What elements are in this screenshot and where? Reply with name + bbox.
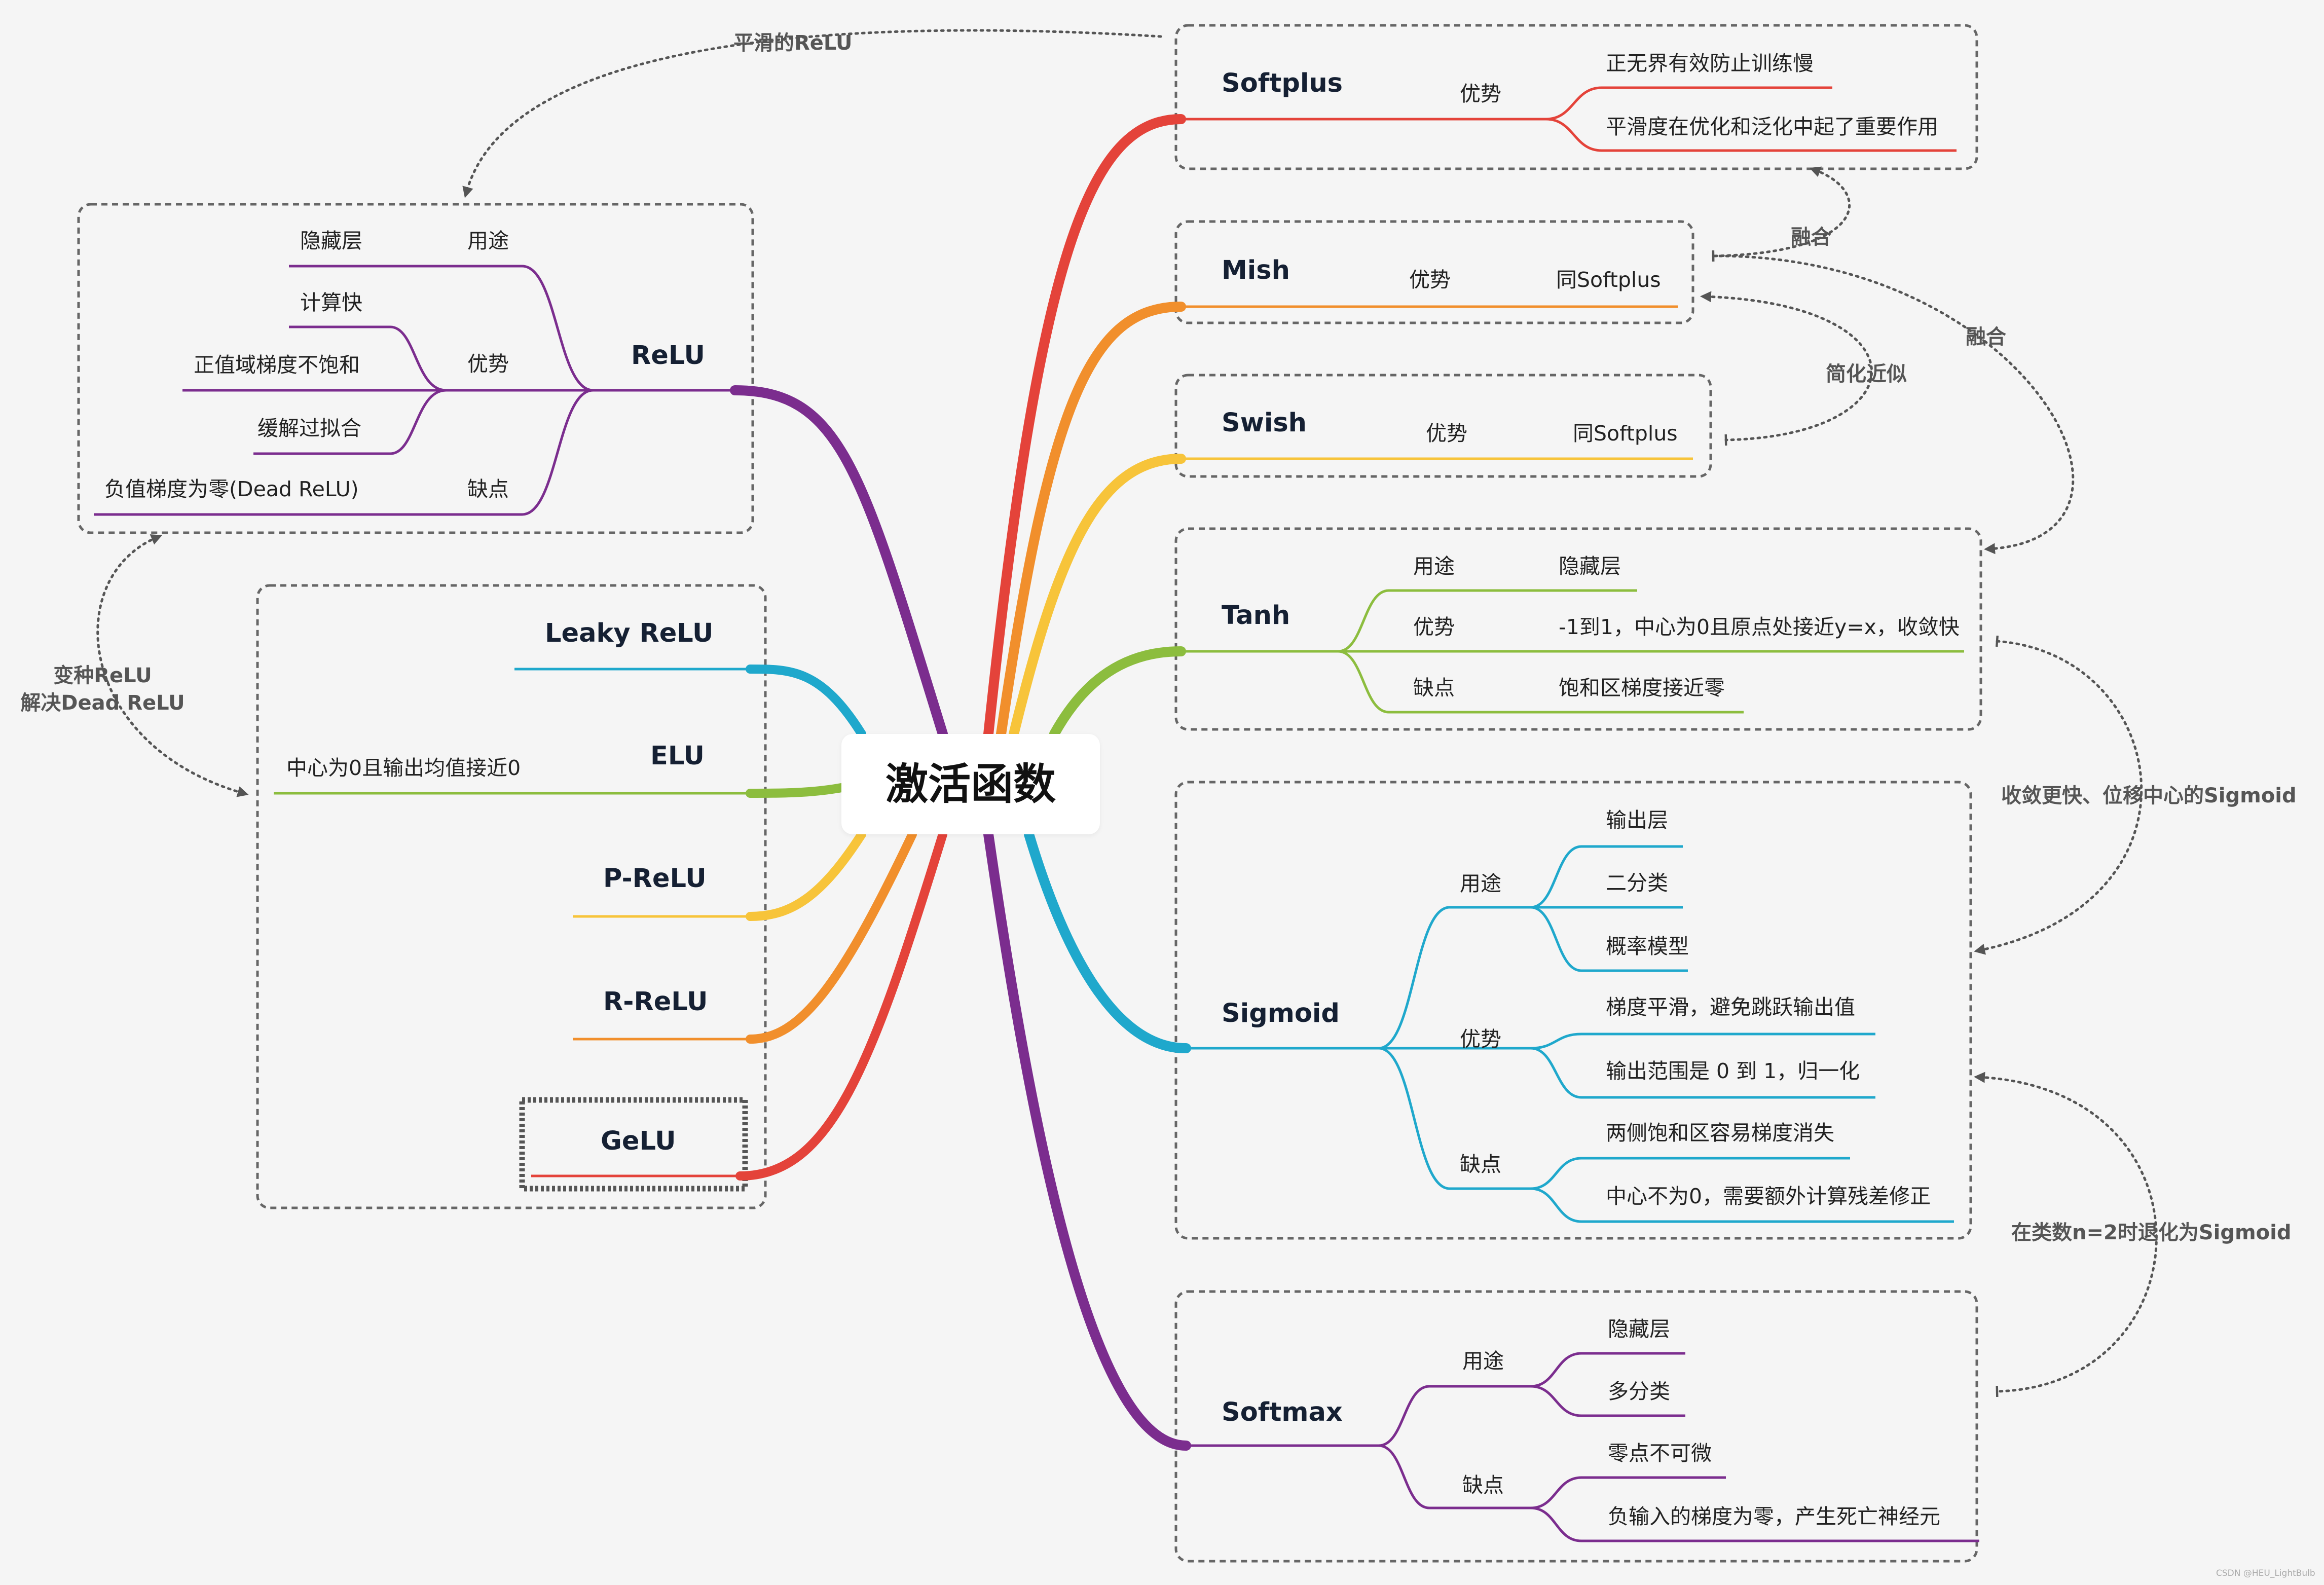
branch-swish xyxy=(1009,454,1186,739)
softplus-adv-item-1: 正无界有效防止训练慢 xyxy=(1606,51,1814,76)
mish-adv-label: 优势 xyxy=(1409,268,1451,292)
topic-mish: Mish xyxy=(1222,255,1290,285)
tanh-usage-item: 隐藏层 xyxy=(1559,554,1621,578)
relu-usage-item: 隐藏层 xyxy=(300,229,362,253)
gelu-marker xyxy=(519,1097,748,1192)
topic-tanh: Tanh xyxy=(1222,601,1290,631)
topic-prelu: P-ReLU xyxy=(603,864,707,894)
sigmoid-disadv-item-2: 中心不为0，需要额外计算残差修正 xyxy=(1606,1184,1931,1208)
branch-relu xyxy=(730,385,948,739)
relation-label-softmax-sigmoid: 在类数n=2时退化为Sigmoid xyxy=(2011,1221,2292,1244)
branch-leaky-relu xyxy=(746,665,866,739)
relation-smooth-relu xyxy=(462,29,1162,198)
topic-leaky-relu: Leaky ReLU xyxy=(545,618,714,648)
sigmoid-frame xyxy=(1174,781,1972,1240)
relation-label-variant-2: 解决Dead ReLU xyxy=(20,691,185,715)
relation-fusion-mish-tanh xyxy=(1712,250,2075,555)
sigmoid-disadv-label: 缺点 xyxy=(1460,1152,1501,1176)
elu-note: 中心为0且输出均值接近0 xyxy=(286,756,521,780)
relu-disadv-label: 缺点 xyxy=(467,477,509,501)
tanh-adv-item: -1到1，中心为0且原点处接近y=x，收敛快 xyxy=(1559,615,1960,639)
softmax-disadv-item-2: 负输入的梯度为零，产生死亡神经元 xyxy=(1608,1504,1940,1529)
branch-gelu xyxy=(735,830,947,1181)
topic-gelu: GeLU xyxy=(601,1126,676,1156)
relu-disadv-item: 负值梯度为零(Dead ReLU) xyxy=(104,477,359,501)
sigmoid-usage-item-2: 二分类 xyxy=(1606,871,1668,895)
sigmoid-adv-item-2: 输出范围是 0 到 1，归一化 xyxy=(1606,1059,1860,1083)
swish-adv-label: 优势 xyxy=(1426,421,1467,446)
relu-adv-label: 优势 xyxy=(467,352,509,376)
relu-frame xyxy=(77,203,754,534)
relu-adv-item-1: 计算快 xyxy=(300,290,362,315)
softplus-adv-label: 优势 xyxy=(1460,82,1501,106)
softplus-adv-item-2: 平滑度在优化和泛化中起了重要作用 xyxy=(1606,115,1938,139)
branch-softplus xyxy=(983,114,1186,739)
relu-adv-item-3: 缓解过拟合 xyxy=(257,416,361,440)
relation-label-simplify: 简化近似 xyxy=(1826,362,1907,386)
sigmoid-adv-label: 优势 xyxy=(1460,1027,1501,1051)
softmax-usage-item-1: 隐藏层 xyxy=(1608,1317,1670,1341)
relation-variant-relu xyxy=(96,534,249,797)
relation-label-fusion-2: 融合 xyxy=(1966,325,2006,349)
relation-label-smooth-relu: 平滑的ReLU xyxy=(733,31,853,55)
sigmoid-disadv-item-1: 两侧饱和区容易梯度消失 xyxy=(1606,1121,1834,1145)
branch-rrelu xyxy=(746,830,917,1044)
topic-swish: Swish xyxy=(1222,408,1307,438)
branch-prelu xyxy=(746,830,866,921)
tanh-disadv-item: 饱和区梯度接近零 xyxy=(1559,676,1725,700)
root-label: 激活函数 xyxy=(885,759,1056,809)
topic-softmax: Softmax xyxy=(1222,1397,1343,1427)
topic-elu: ELU xyxy=(650,741,705,771)
mish-adv-item: 同Softplus xyxy=(1556,268,1661,292)
sigmoid-adv-item-1: 梯度平滑，避免跳跃输出值 xyxy=(1606,995,1855,1019)
sigmoid-usage-item-1: 输出层 xyxy=(1606,808,1668,832)
tanh-disadv-label: 缺点 xyxy=(1413,676,1455,700)
tanh-adv-label: 优势 xyxy=(1413,615,1455,639)
root-node xyxy=(841,734,1100,834)
relation-softmax-sigmoid xyxy=(1974,1072,2158,1397)
relation-label-variant-1: 变种ReLU xyxy=(53,664,152,687)
branch-sigmoid xyxy=(1024,829,1191,1053)
softmax-disadv-label: 缺点 xyxy=(1462,1473,1504,1497)
branch-softmax xyxy=(983,829,1191,1451)
relu-usage-label: 用途 xyxy=(467,229,509,253)
topic-rrelu: R-ReLU xyxy=(603,987,708,1017)
softmax-frame xyxy=(1174,1290,1978,1563)
softmax-usage-item-2: 多分类 xyxy=(1608,1379,1670,1404)
softmax-usage-label: 用途 xyxy=(1462,1349,1504,1373)
relation-label-tanh-sigmoid: 收敛更快、位移中心的Sigmoid xyxy=(2001,784,2297,807)
swish-adv-item: 同Softplus xyxy=(1573,421,1678,446)
mish-frame xyxy=(1174,220,1694,324)
relation-tanh-sigmoid xyxy=(1974,635,2143,955)
topic-softplus: Softplus xyxy=(1222,68,1343,98)
branch-tanh xyxy=(1049,646,1186,739)
branch-elu xyxy=(746,783,846,798)
topic-relu: ReLU xyxy=(631,341,705,371)
tanh-frame xyxy=(1174,527,1982,731)
relation-label-fusion-1: 融合 xyxy=(1791,226,1831,249)
branch-mish xyxy=(996,302,1186,739)
relu-adv-item-2: 正值域梯度不饱和 xyxy=(194,353,360,377)
sigmoid-usage-label: 用途 xyxy=(1460,871,1501,896)
softplus-frame xyxy=(1174,24,1978,170)
topic-sigmoid: Sigmoid xyxy=(1222,999,1340,1028)
tanh-usage-label: 用途 xyxy=(1413,554,1455,578)
credit-watermark: CSDN @HEU_LightBulb xyxy=(2216,1568,2315,1578)
variants-frame xyxy=(256,584,767,1209)
sigmoid-usage-item-3: 概率模型 xyxy=(1606,934,1689,959)
softmax-disadv-item-1: 零点不可微 xyxy=(1608,1441,1712,1465)
